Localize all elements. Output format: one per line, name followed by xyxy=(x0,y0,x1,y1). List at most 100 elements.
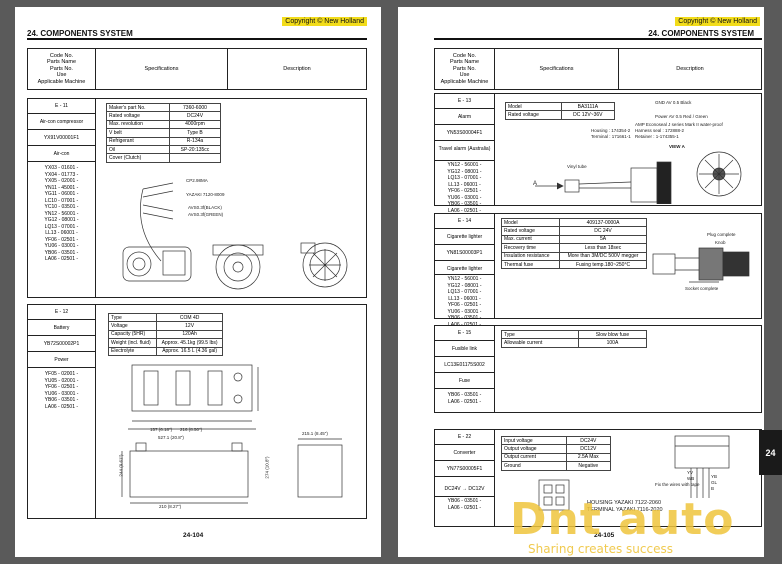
component-use: Air-con xyxy=(53,151,70,157)
spec-key: Thermal fuse xyxy=(501,259,560,270)
spec-key: V belt xyxy=(106,128,170,138)
component-part-no: YN81S00003P1 xyxy=(446,250,483,256)
header-spec-cell: Specifications xyxy=(96,49,228,89)
spec-value: Negative xyxy=(565,461,612,471)
spec-key: Output voltage xyxy=(501,444,567,454)
machine-item: YB06 - 03501 - xyxy=(447,498,482,504)
machine-item: YU06 - 03001 - xyxy=(44,243,79,249)
spec-value: Approx. 45.1kg (99.5 lbs) xyxy=(156,338,223,348)
divider xyxy=(435,260,494,261)
section-title: 24. COMPONENTS SYSTEM xyxy=(27,29,133,38)
wire-color-label: YB xyxy=(711,474,718,479)
diagram-note: GND AV 0.5 Black xyxy=(655,100,692,105)
component-id-column: E - 14 Cigarette lighter YN81S00003P1 Ci… xyxy=(435,214,495,328)
component-code: E - 11 xyxy=(55,103,68,109)
divider xyxy=(28,319,95,320)
component-use: Cigarette lighter xyxy=(446,266,483,272)
right-page: Copyright © New Holland 24. COMPONENTS S… xyxy=(398,7,764,557)
left-page: Copyright © New Holland 24. COMPONENTS S… xyxy=(15,7,381,557)
dimension-label: 527.1 (20.8") xyxy=(158,435,184,440)
spec-key: Output current xyxy=(501,452,567,463)
diagram-note: VIEW A xyxy=(669,144,685,149)
machine-item: YX03 - 01601 - xyxy=(44,165,79,171)
watermark-logo: Dnt auto xyxy=(510,494,735,545)
divider xyxy=(435,228,494,229)
dimension-label: 157.(6.18") xyxy=(150,427,173,432)
component-id-column: E - 11 Air-con compressor YX91V00001F1 A… xyxy=(28,99,96,297)
machine-item: YF05 - 02001 - xyxy=(44,371,79,377)
spec-key: Rated voltage xyxy=(106,111,170,121)
spec-key: Ground xyxy=(501,461,567,471)
component-name: Fusible link xyxy=(451,346,477,352)
divider xyxy=(435,476,494,477)
spec-value: DC 24V xyxy=(559,226,647,236)
spec-value: More than 3M/DC 500V megger xyxy=(559,251,647,261)
header-desc-cell: Description xyxy=(676,65,704,72)
diagram-label: AVS0.3f(GREEN) xyxy=(188,212,224,217)
machine-item: LA06 - 02501 - xyxy=(44,256,79,262)
spec-key: Input voltage xyxy=(501,435,567,446)
copyright-badge: Copyright © New Holland xyxy=(282,17,367,26)
component-block-e14: E - 14 Cigarette lighter YN81S00003P1 Ci… xyxy=(434,213,762,328)
machine-item: YU06 - 03001 - xyxy=(447,194,482,201)
machine-item: YX04 - 01773 - xyxy=(44,171,79,178)
header-code-cell: Code No. Parts Name Parts No. Use Applic… xyxy=(435,49,495,89)
machine-item: YG12 - 08001 - xyxy=(447,168,482,175)
dimension-label: 216.(8.50") xyxy=(180,427,203,432)
compressor-diagram xyxy=(122,182,348,290)
machine-item: LQ13 - 07001 - xyxy=(447,175,482,181)
spec-value: 5A xyxy=(559,234,647,245)
machine-item: LQ13 - 07001 - xyxy=(44,223,79,230)
diagram-note: Housing : 174354-2 xyxy=(591,128,631,133)
spec-key: Cover (Clutch) xyxy=(106,153,170,163)
machine-list: YB06 - 03501 - LA06 - 02501 - xyxy=(435,392,494,405)
header-use-line: Use xyxy=(56,72,67,79)
component-use: Travel alarm (Australia) xyxy=(438,146,491,152)
spec-key: Recovery time xyxy=(501,243,560,253)
divider xyxy=(435,388,494,389)
header-partno-line: Parts No. xyxy=(50,65,73,72)
machine-item: YF06 - 02501 - xyxy=(44,384,79,390)
component-name: Cigarette lighter xyxy=(446,234,483,240)
header-code-line: Code No. xyxy=(452,52,477,59)
spec-value: Less than 18sec xyxy=(559,243,647,253)
spec-value: Approx. 16.5 L (4.36 gal) xyxy=(156,346,223,356)
machine-item: YB06 - 03501 - xyxy=(447,201,482,207)
spec-key: Allowable current xyxy=(501,338,579,348)
spec-value: SP-20:135cc xyxy=(168,144,222,155)
copyright-badge: Copyright © New Holland xyxy=(675,17,760,26)
diagram-note: Retainer : 1-174355-1 xyxy=(635,134,679,139)
diagram-label: AVS0.3f(BLACK) xyxy=(188,205,222,210)
view-arrow-label: A xyxy=(533,181,538,187)
machine-item: YB06 - 03501 - xyxy=(44,249,79,256)
divider xyxy=(435,124,494,125)
spec-value: R-134a xyxy=(168,136,222,146)
diagram-note: TERMINAL YAZAKI 7116-2020 xyxy=(587,507,663,513)
spec-value: 7360-6000 xyxy=(168,102,222,113)
spec-value: DC24V xyxy=(168,111,222,121)
component-code: E - 14 xyxy=(457,218,472,224)
spec-value: 100A xyxy=(577,338,648,348)
wire-color-label: B xyxy=(711,486,715,491)
spec-value: DC24V xyxy=(565,435,612,446)
spec-value: Slow blow fuse xyxy=(577,329,648,340)
spec-key: Type xyxy=(501,329,579,340)
machine-item: YC10 - 03501 - xyxy=(44,204,79,210)
diagram-label: YAZAKI 7120-8009 xyxy=(186,192,225,197)
component-block-e11: E - 11 Air-con compressor YX91V00001F1 A… xyxy=(27,98,367,298)
spec-key: Rated voltage xyxy=(505,110,562,120)
divider xyxy=(435,140,494,141)
